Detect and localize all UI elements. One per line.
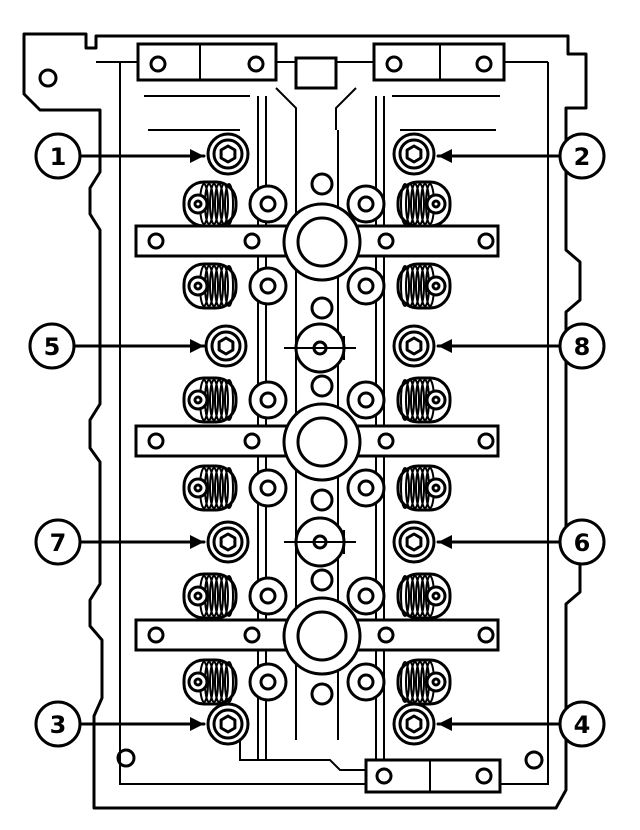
valve-spring [182, 262, 238, 310]
top-cap-hole [385, 55, 403, 73]
callout-circle [34, 132, 82, 180]
top-rib [275, 87, 357, 130]
center-boss-1 [284, 322, 356, 374]
cam-lobe [346, 184, 386, 224]
callout-circle [558, 322, 606, 370]
cam-lobe [346, 380, 386, 420]
bearing-cap-1 [134, 202, 500, 282]
valve-spring [396, 572, 452, 620]
head-bolt [204, 324, 248, 368]
callout-1: 1 [34, 132, 206, 180]
callout-arrowhead [190, 339, 204, 353]
callout-arrowhead [190, 717, 204, 731]
callout-arrowhead [438, 149, 452, 163]
head-bolt [392, 702, 436, 746]
valve-spring [396, 376, 452, 424]
oil-passage [310, 374, 334, 398]
callout-circle [28, 322, 76, 370]
cam-lobe [248, 266, 288, 306]
head-bolt [206, 132, 250, 176]
top-cap-hole [149, 55, 167, 73]
bottom-rib [239, 740, 366, 771]
cam-lobes [248, 184, 386, 702]
top-center-boss [294, 56, 338, 90]
head-bolts [204, 132, 436, 746]
callout-label: 4 [574, 711, 591, 739]
mount-hole-bottom-left [116, 748, 136, 768]
top-cap-hole [475, 55, 493, 73]
callout-circle [558, 132, 606, 180]
oil-passage [310, 682, 334, 706]
head-bolt [392, 132, 436, 176]
callout-8: 8 [436, 322, 606, 370]
head-bolt [206, 702, 250, 746]
cam-lobe [248, 662, 288, 702]
callout-arrowhead [438, 717, 452, 731]
head-bolt [392, 324, 436, 368]
callout-label: 3 [50, 711, 67, 739]
callout-circle [558, 700, 606, 748]
valve-spring [182, 572, 238, 620]
bottom-cap-hole [475, 767, 493, 785]
callout-circle [34, 700, 82, 748]
cam-lobe [346, 266, 386, 306]
callout-label: 2 [574, 143, 591, 171]
mount-hole-bottom-right [524, 750, 544, 770]
callout-6: 6 [436, 518, 606, 566]
callout-circle [34, 518, 82, 566]
mount-hole-top-left [38, 68, 58, 88]
head-bolt [206, 520, 250, 564]
valve-spring [396, 262, 452, 310]
cam-lobe [346, 468, 386, 508]
callout-label: 7 [50, 529, 67, 557]
valve-springs [182, 180, 452, 706]
callout-2: 2 [436, 132, 606, 180]
valve-spring [396, 658, 452, 706]
bottom-cap-hole [375, 767, 393, 785]
bottom-cap [364, 758, 502, 794]
head-bolt [392, 520, 436, 564]
callout-label: 8 [574, 333, 591, 361]
cam-lobe [248, 576, 288, 616]
callout-arrowhead [190, 149, 204, 163]
callout-arrowhead [190, 535, 204, 549]
top-cap-left [136, 42, 278, 82]
callout-3: 3 [34, 700, 206, 748]
callout-label: 6 [574, 529, 591, 557]
oil-passage [310, 296, 334, 320]
cam-lobe [346, 576, 386, 616]
valve-spring [182, 658, 238, 706]
bearing-cap-2 [134, 402, 500, 482]
top-cap-hole [247, 55, 265, 73]
cam-lobe [346, 662, 386, 702]
callout-label: 5 [44, 333, 61, 361]
cylinder-head-outline [22, 32, 588, 810]
callout-arrowhead [438, 535, 452, 549]
bearing-cap-3 [134, 596, 500, 676]
callout-5: 5 [28, 322, 206, 370]
top-dashes [144, 95, 500, 131]
bolt-sequence-callouts: 1 2 5 8 7 6 3 4 [28, 132, 606, 748]
center-boss-2 [284, 516, 356, 568]
callout-7: 7 [34, 518, 206, 566]
valve-spring [396, 464, 452, 512]
oil-passage [310, 172, 334, 196]
oil-passage [310, 568, 334, 592]
callout-4: 4 [436, 700, 606, 748]
callout-circle [558, 518, 606, 566]
valve-spring [396, 180, 452, 228]
cam-lobe [248, 468, 288, 508]
callout-arrowhead [438, 339, 452, 353]
cam-lobe [248, 380, 288, 420]
valve-spring [182, 464, 238, 512]
valve-spring [182, 180, 238, 228]
cam-lobe [248, 184, 288, 224]
inner-wall [119, 62, 549, 785]
callout-label: 1 [50, 143, 67, 171]
valve-spring [182, 376, 238, 424]
oil-passage [310, 488, 334, 512]
